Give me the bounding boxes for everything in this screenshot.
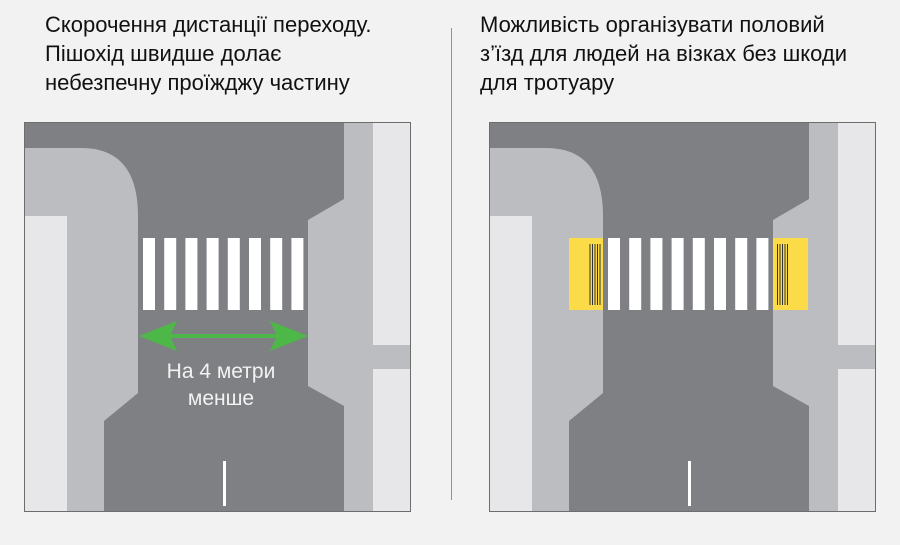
crosswalk-stripe — [714, 238, 726, 310]
caption-line: Можливість організувати половий — [480, 12, 825, 37]
crosswalk-stripe — [249, 238, 261, 310]
crosswalk-stripe — [227, 238, 240, 310]
street-plan — [490, 123, 875, 511]
crosswalk-stripe — [206, 238, 219, 310]
right-building-lower — [373, 369, 410, 511]
tactile-groove — [777, 244, 778, 305]
crosswalk-stripe — [671, 238, 684, 310]
tactile-groove — [779, 244, 781, 305]
lane-marking — [688, 461, 691, 506]
left-building — [490, 216, 532, 511]
crosswalk-stripe — [650, 238, 663, 310]
diagram-tactile-ramp — [489, 122, 876, 512]
right-sidewalk — [773, 123, 838, 511]
caption-line: небезпечну проїжджу частину — [45, 70, 350, 95]
caption-line: для тротуару — [480, 70, 615, 95]
right-building-upper — [373, 123, 410, 345]
arrow-label-line1: На 4 метри — [167, 360, 276, 383]
arrow-label-line2: менше — [188, 387, 254, 410]
crosswalk-stripe — [692, 238, 705, 310]
distance-arrow — [139, 321, 308, 351]
tactile-groove — [589, 244, 591, 305]
left-building — [25, 216, 67, 511]
arrow-left-head — [139, 321, 177, 351]
crosswalk-stripe — [270, 238, 283, 310]
tactile-groove — [594, 244, 596, 305]
right-sidewalk — [308, 123, 373, 511]
crosswalk-stripe — [756, 238, 769, 310]
tactile-pad-right — [773, 238, 808, 310]
crosswalk-stripe — [735, 238, 748, 310]
tactile-groove — [597, 244, 598, 305]
lane-marking — [223, 461, 226, 506]
crosswalk-stripe — [164, 238, 177, 310]
street-plan: На 4 метри менше — [25, 123, 410, 511]
crosswalk-stripe — [629, 238, 642, 310]
tactile-groove — [784, 244, 786, 305]
right-building-lower — [838, 369, 875, 511]
right-caption: Можливість організувати половий з’їзд дл… — [480, 10, 847, 97]
tactile-groove — [787, 244, 788, 305]
tactile-groove — [782, 244, 783, 305]
caption-line: Скорочення дистанції переходу. — [45, 12, 372, 37]
left-caption: Скорочення дистанції переходу. Пішохід ш… — [45, 10, 371, 97]
caption-line: Пішохід швидше долає — [45, 41, 282, 66]
crosswalk-stripe — [291, 238, 304, 310]
tactile-groove — [599, 244, 601, 305]
tactile-groove — [592, 244, 593, 305]
right-building-upper — [838, 123, 875, 345]
diagram-narrowed-crossing: На 4 метри менше — [24, 122, 411, 512]
caption-line: з’їзд для людей на візках без шкоди — [480, 41, 847, 66]
crosswalk-stripe — [143, 238, 155, 310]
crosswalk-stripe — [608, 238, 620, 310]
divider-line — [451, 28, 452, 500]
arrow-right-head — [270, 321, 308, 351]
crosswalk-stripe — [185, 238, 198, 310]
